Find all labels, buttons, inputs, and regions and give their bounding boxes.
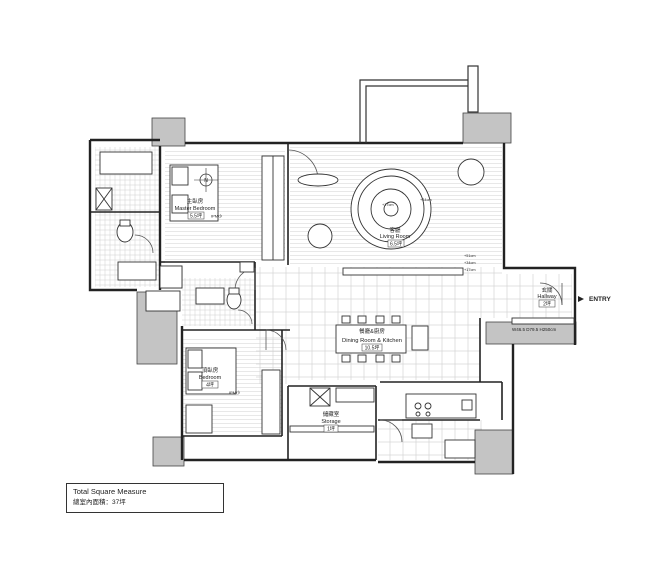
dining-kitchen-floor bbox=[256, 267, 572, 384]
compass: N bbox=[194, 168, 218, 192]
dim-note-3: +17cm bbox=[464, 268, 476, 272]
living-room-furniture bbox=[297, 158, 485, 276]
living-room-zh: 客廳 bbox=[389, 226, 401, 234]
hallway-furniture bbox=[159, 261, 575, 325]
area-legend: Total Square Measure 總室內面積：37坪 bbox=[66, 483, 224, 513]
wall-spec-note: W46.5 D79.5 H250cm bbox=[512, 327, 557, 332]
hallway-en: Hallway bbox=[537, 294, 557, 300]
legend-title: Total Square Measure bbox=[73, 487, 147, 496]
storage-en: Storage bbox=[321, 419, 340, 425]
master-bedroom-furniture bbox=[169, 155, 285, 261]
dim-note-4: +17cm bbox=[382, 203, 394, 207]
living-room-area: 6.5坪 bbox=[390, 241, 402, 248]
living-room-en: Living Room bbox=[380, 234, 411, 240]
bedroom-en: Bedroom bbox=[199, 375, 222, 381]
storage-zh: 儲藏室 bbox=[323, 410, 340, 418]
dining-kitchen-area: 10.5坪 bbox=[365, 345, 380, 352]
dim-note-1: +51cm bbox=[464, 254, 476, 258]
dining-kitchen-zh: 餐廳&廚房 bbox=[359, 327, 385, 335]
master-bedroom-area: 5.5坪 bbox=[190, 213, 202, 220]
master-bedroom-zh: 主臥房 bbox=[187, 197, 204, 205]
exterior-walls bbox=[88, 138, 577, 474]
dining-furniture bbox=[335, 315, 429, 363]
ipm-note-1: IPM小 bbox=[211, 213, 222, 219]
dim-note-2: +34cm bbox=[464, 261, 476, 265]
interior-walls bbox=[90, 143, 503, 460]
bedroom-area: 4坪 bbox=[206, 382, 214, 389]
dining-kitchen-en: Dining Room & Kitchen bbox=[342, 338, 402, 344]
legend-value: 總室內面積：37坪 bbox=[73, 499, 126, 506]
bath-fixtures bbox=[95, 151, 242, 312]
bedroom-zh: 頂臥房 bbox=[202, 366, 219, 374]
entry-marker: ENTRY bbox=[578, 296, 611, 303]
dim-note-5: +34cm bbox=[420, 198, 432, 202]
room-labels: 主臥房 Master Bedroom 5.5坪 IPM小 客廳 Living R… bbox=[175, 197, 557, 433]
compass-label: N bbox=[204, 178, 208, 184]
entry-label: ENTRY bbox=[589, 296, 611, 303]
kitchen-counters bbox=[405, 393, 477, 459]
ipm-note-2: IPM小 bbox=[229, 389, 240, 395]
bedroom-furniture bbox=[185, 347, 281, 435]
hallway-area: 2坪 bbox=[543, 301, 551, 308]
master-bedroom-en: Master Bedroom bbox=[175, 206, 216, 212]
storage-area: 1坪 bbox=[327, 426, 335, 433]
hallway-zh: 玄關 bbox=[541, 286, 553, 294]
balcony bbox=[359, 65, 479, 143]
